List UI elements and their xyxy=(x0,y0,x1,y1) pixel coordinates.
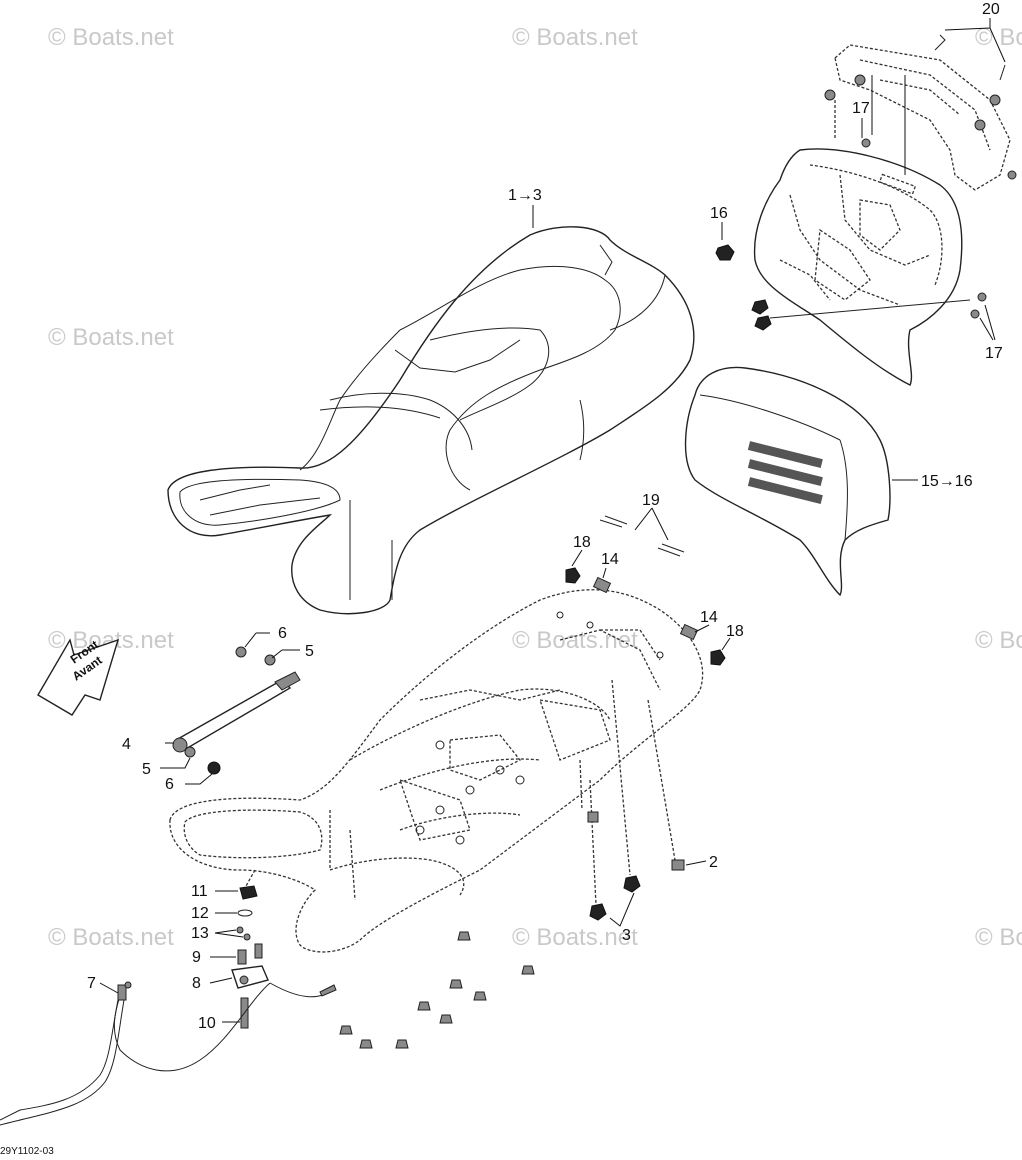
gas-strut-4: 4 6 5 5 6 xyxy=(122,625,314,793)
rear-storage-panel[interactable]: 20 17 16 17 xyxy=(710,1,1017,386)
seat-assembly[interactable]: 1→3 xyxy=(167,187,695,615)
backrest[interactable]: 15→16 xyxy=(684,366,973,597)
pin-19: 19 xyxy=(599,492,685,557)
callout-14a: 14 xyxy=(601,551,619,568)
callout-18a: 18 xyxy=(573,534,591,551)
callout-8: 8 xyxy=(192,975,201,992)
screw-20 xyxy=(934,34,1006,81)
nut-16 xyxy=(715,244,772,331)
spacer-14: 14 14 xyxy=(592,551,718,641)
callout-5a: 5 xyxy=(305,643,314,660)
bumpers xyxy=(339,931,535,1049)
callout-12: 12 xyxy=(191,905,209,922)
watermark-text: © Boats.net xyxy=(48,324,174,351)
latch-assembly: 11 12 13 9 8 10 xyxy=(191,869,269,1032)
seat-base-frame[interactable] xyxy=(169,589,704,953)
watermark-text: © Boats.net xyxy=(48,24,174,51)
callout-13: 13 xyxy=(191,925,209,942)
callout-10: 10 xyxy=(198,1015,216,1032)
callout-18b: 18 xyxy=(726,623,744,640)
callout-1-3: 1→3 xyxy=(508,187,542,204)
nut-18: 18 18 xyxy=(565,534,744,666)
grommet-2: 2 xyxy=(587,811,718,871)
figure-code: 29Y1102-03 xyxy=(0,1146,54,1155)
callout-6b: 6 xyxy=(165,776,174,793)
release-cable-7: 7 xyxy=(0,975,337,1126)
watermark-text: © Boats.net xyxy=(975,627,1022,654)
callout-16: 16 xyxy=(710,205,728,222)
callout-14b: 14 xyxy=(700,609,718,626)
callout-5b: 5 xyxy=(142,761,151,778)
callout-19: 19 xyxy=(642,492,660,509)
callout-20: 20 xyxy=(982,1,1000,18)
watermark-text: © Boats.net xyxy=(512,24,638,51)
watermark-text: © Boats.net xyxy=(48,924,174,951)
callout-17a: 17 xyxy=(852,100,870,117)
watermark-text: © Boats.net xyxy=(512,627,638,654)
watermark-text: © Boats.net xyxy=(512,924,638,951)
callout-7: 7 xyxy=(87,975,96,992)
callout-15-16: 15→16 xyxy=(921,473,973,490)
watermark-text: © Boats.net xyxy=(975,924,1022,951)
front-direction-arrow: Front Avant xyxy=(37,637,120,716)
nut-3: 3 xyxy=(589,875,641,944)
callout-11: 11 xyxy=(191,883,208,900)
callout-4: 4 xyxy=(122,736,131,753)
callout-2: 2 xyxy=(709,854,718,871)
callout-6a: 6 xyxy=(278,625,287,642)
callout-3: 3 xyxy=(622,927,631,944)
callout-9: 9 xyxy=(192,949,201,966)
callout-17b: 17 xyxy=(985,345,1003,362)
